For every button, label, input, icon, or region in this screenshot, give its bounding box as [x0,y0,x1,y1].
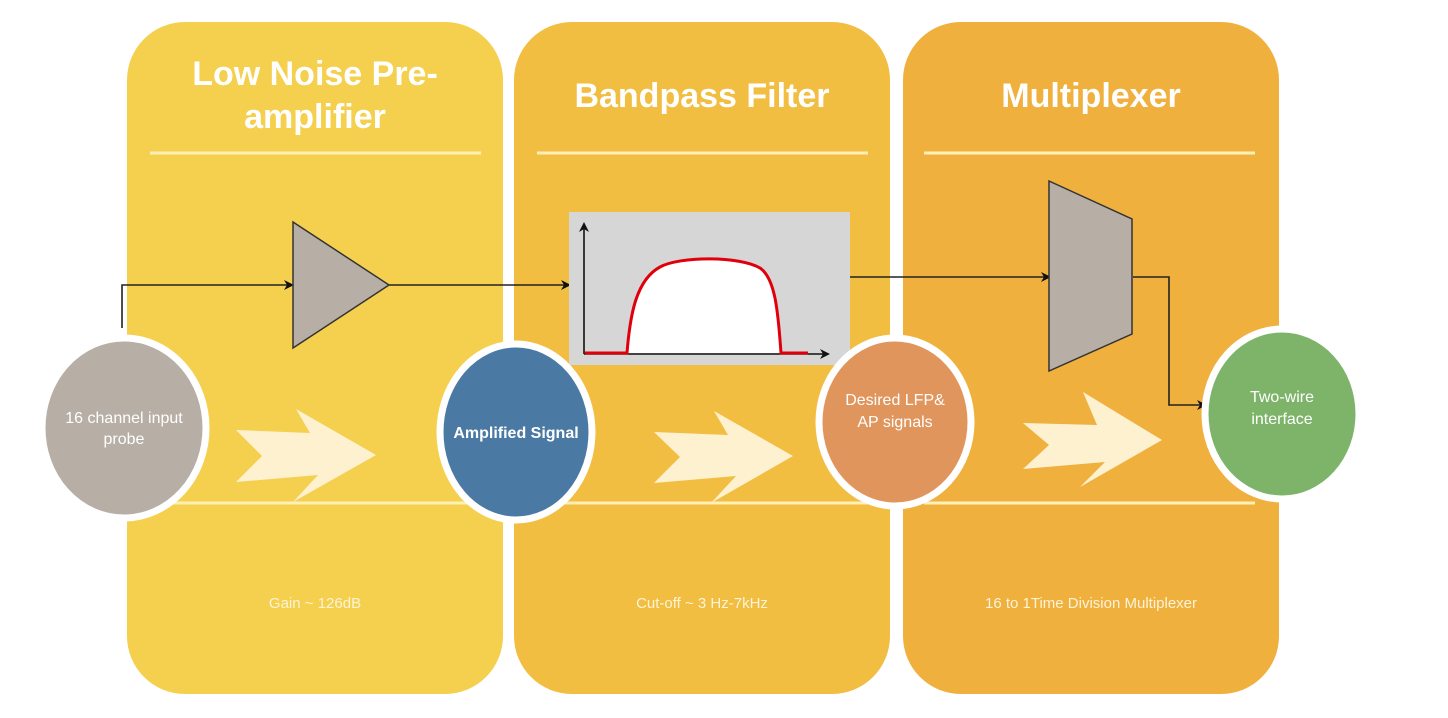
flow-arrow-icon-preamp [236,409,376,502]
node-desired-label-line1: Desired LFP& [845,392,945,409]
stage-note-filter: Cut-off ~ 3 Hz-7kHz [636,595,768,612]
flow-arrow-icon-filter [654,411,793,503]
flow-arrow-icon-mux [1023,392,1162,487]
node-probe-label-line1: 16 channel input [65,410,183,427]
node-amplified-label: Amplified Signal [453,425,578,442]
stage-note-mux: 16 to 1Time Division Multiplexer [985,595,1197,612]
node-desired: Desired LFP& AP signals [815,334,975,510]
wire-probe-to-amplifier [121,280,294,328]
stage-title-preamp-line2: amplifier [244,98,386,136]
node-twowire-label-line2: interface [1251,411,1312,428]
filter-response-curve [585,257,808,355]
filter-passband-fill [627,258,781,353]
stage-title-preamp-line1: Low Noise Pre- [192,55,438,93]
wire-mux-to-twowire [1133,276,1207,410]
stage-note-preamp: Gain ~ 126dB [269,595,361,612]
node-probe-label-line2: probe [104,431,145,448]
node-amplified: Amplified Signal [436,340,596,524]
stage-title-mux: Multiplexer [1001,77,1180,115]
node-desired-label-line2: AP signals [857,414,932,431]
stage-title-filter: Bandpass Filter [574,77,829,115]
amplifier-triangle-icon [292,220,391,350]
node-probe: 16 channel input probe [38,334,210,522]
stage-panel-preamp [127,22,503,694]
node-twowire-label-line1: Two-wire [1250,389,1314,406]
multiplexer-trapezoid-icon [1048,179,1133,373]
node-twowire: Two-wire interface [1201,325,1363,503]
bandpass-response-plot-icon [569,212,850,365]
stage-panel-mux [903,22,1279,694]
